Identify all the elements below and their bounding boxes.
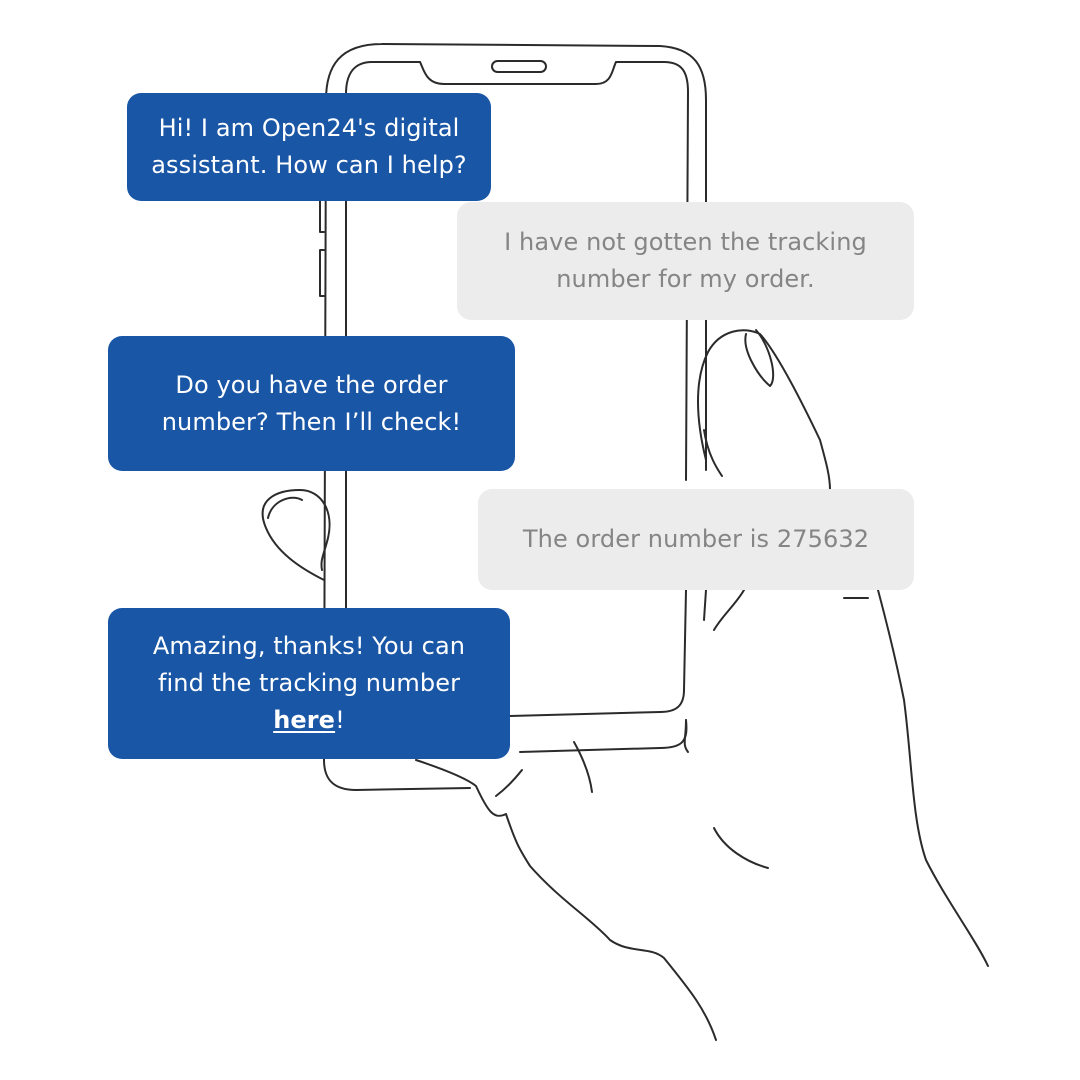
bot-message-greeting-text: Hi! I am Open24's digital assistant. How… <box>151 110 467 184</box>
message-line: Hi! I am Open24's digital <box>158 114 460 142</box>
bot-message-order-request: Do you have the order number? Then I’ll … <box>108 336 515 471</box>
bot-message-greeting: Hi! I am Open24's digital assistant. How… <box>127 93 491 201</box>
right-fingernail <box>744 329 775 387</box>
message-line: Amazing, thanks! You can <box>152 632 466 660</box>
user-message-tracking-issue: I have not gotten the tracking number fo… <box>457 202 914 320</box>
user-message-tracking-issue-text: I have not gotten the tracking number fo… <box>504 224 867 298</box>
message-punctuation: ! <box>335 706 345 734</box>
left-thumb <box>261 489 331 581</box>
left-thumb-nail <box>267 496 303 519</box>
bot-message-tracking-link-text: Amazing, thanks! You can find the tracki… <box>153 628 465 739</box>
user-message-order-number: The order number is 275632 <box>478 489 914 590</box>
message-line: I have not gotten the tracking <box>504 228 867 256</box>
message-line: find the tracking number <box>157 669 461 697</box>
phone-screen-frame <box>345 61 689 717</box>
right-hand-fingers <box>573 589 989 967</box>
palm-wrist <box>415 759 769 1041</box>
right-fingertip <box>697 329 831 491</box>
side-buttons <box>319 199 325 297</box>
message-line: assistant. How can I help? <box>151 151 467 179</box>
message-line: Do you have the order <box>175 370 448 399</box>
message-line: number for my order. <box>556 265 815 293</box>
message-line: number? Then I’ll check! <box>161 407 462 436</box>
bot-message-tracking-link: Amazing, thanks! You can find the tracki… <box>108 608 510 759</box>
tracking-link[interactable]: here <box>273 706 336 734</box>
bot-message-order-request-text: Do you have the order number? Then I’ll … <box>162 367 461 441</box>
right-finger-crease <box>703 429 723 477</box>
message-line: The order number is 275632 <box>522 525 870 553</box>
speaker-slot <box>491 60 547 73</box>
